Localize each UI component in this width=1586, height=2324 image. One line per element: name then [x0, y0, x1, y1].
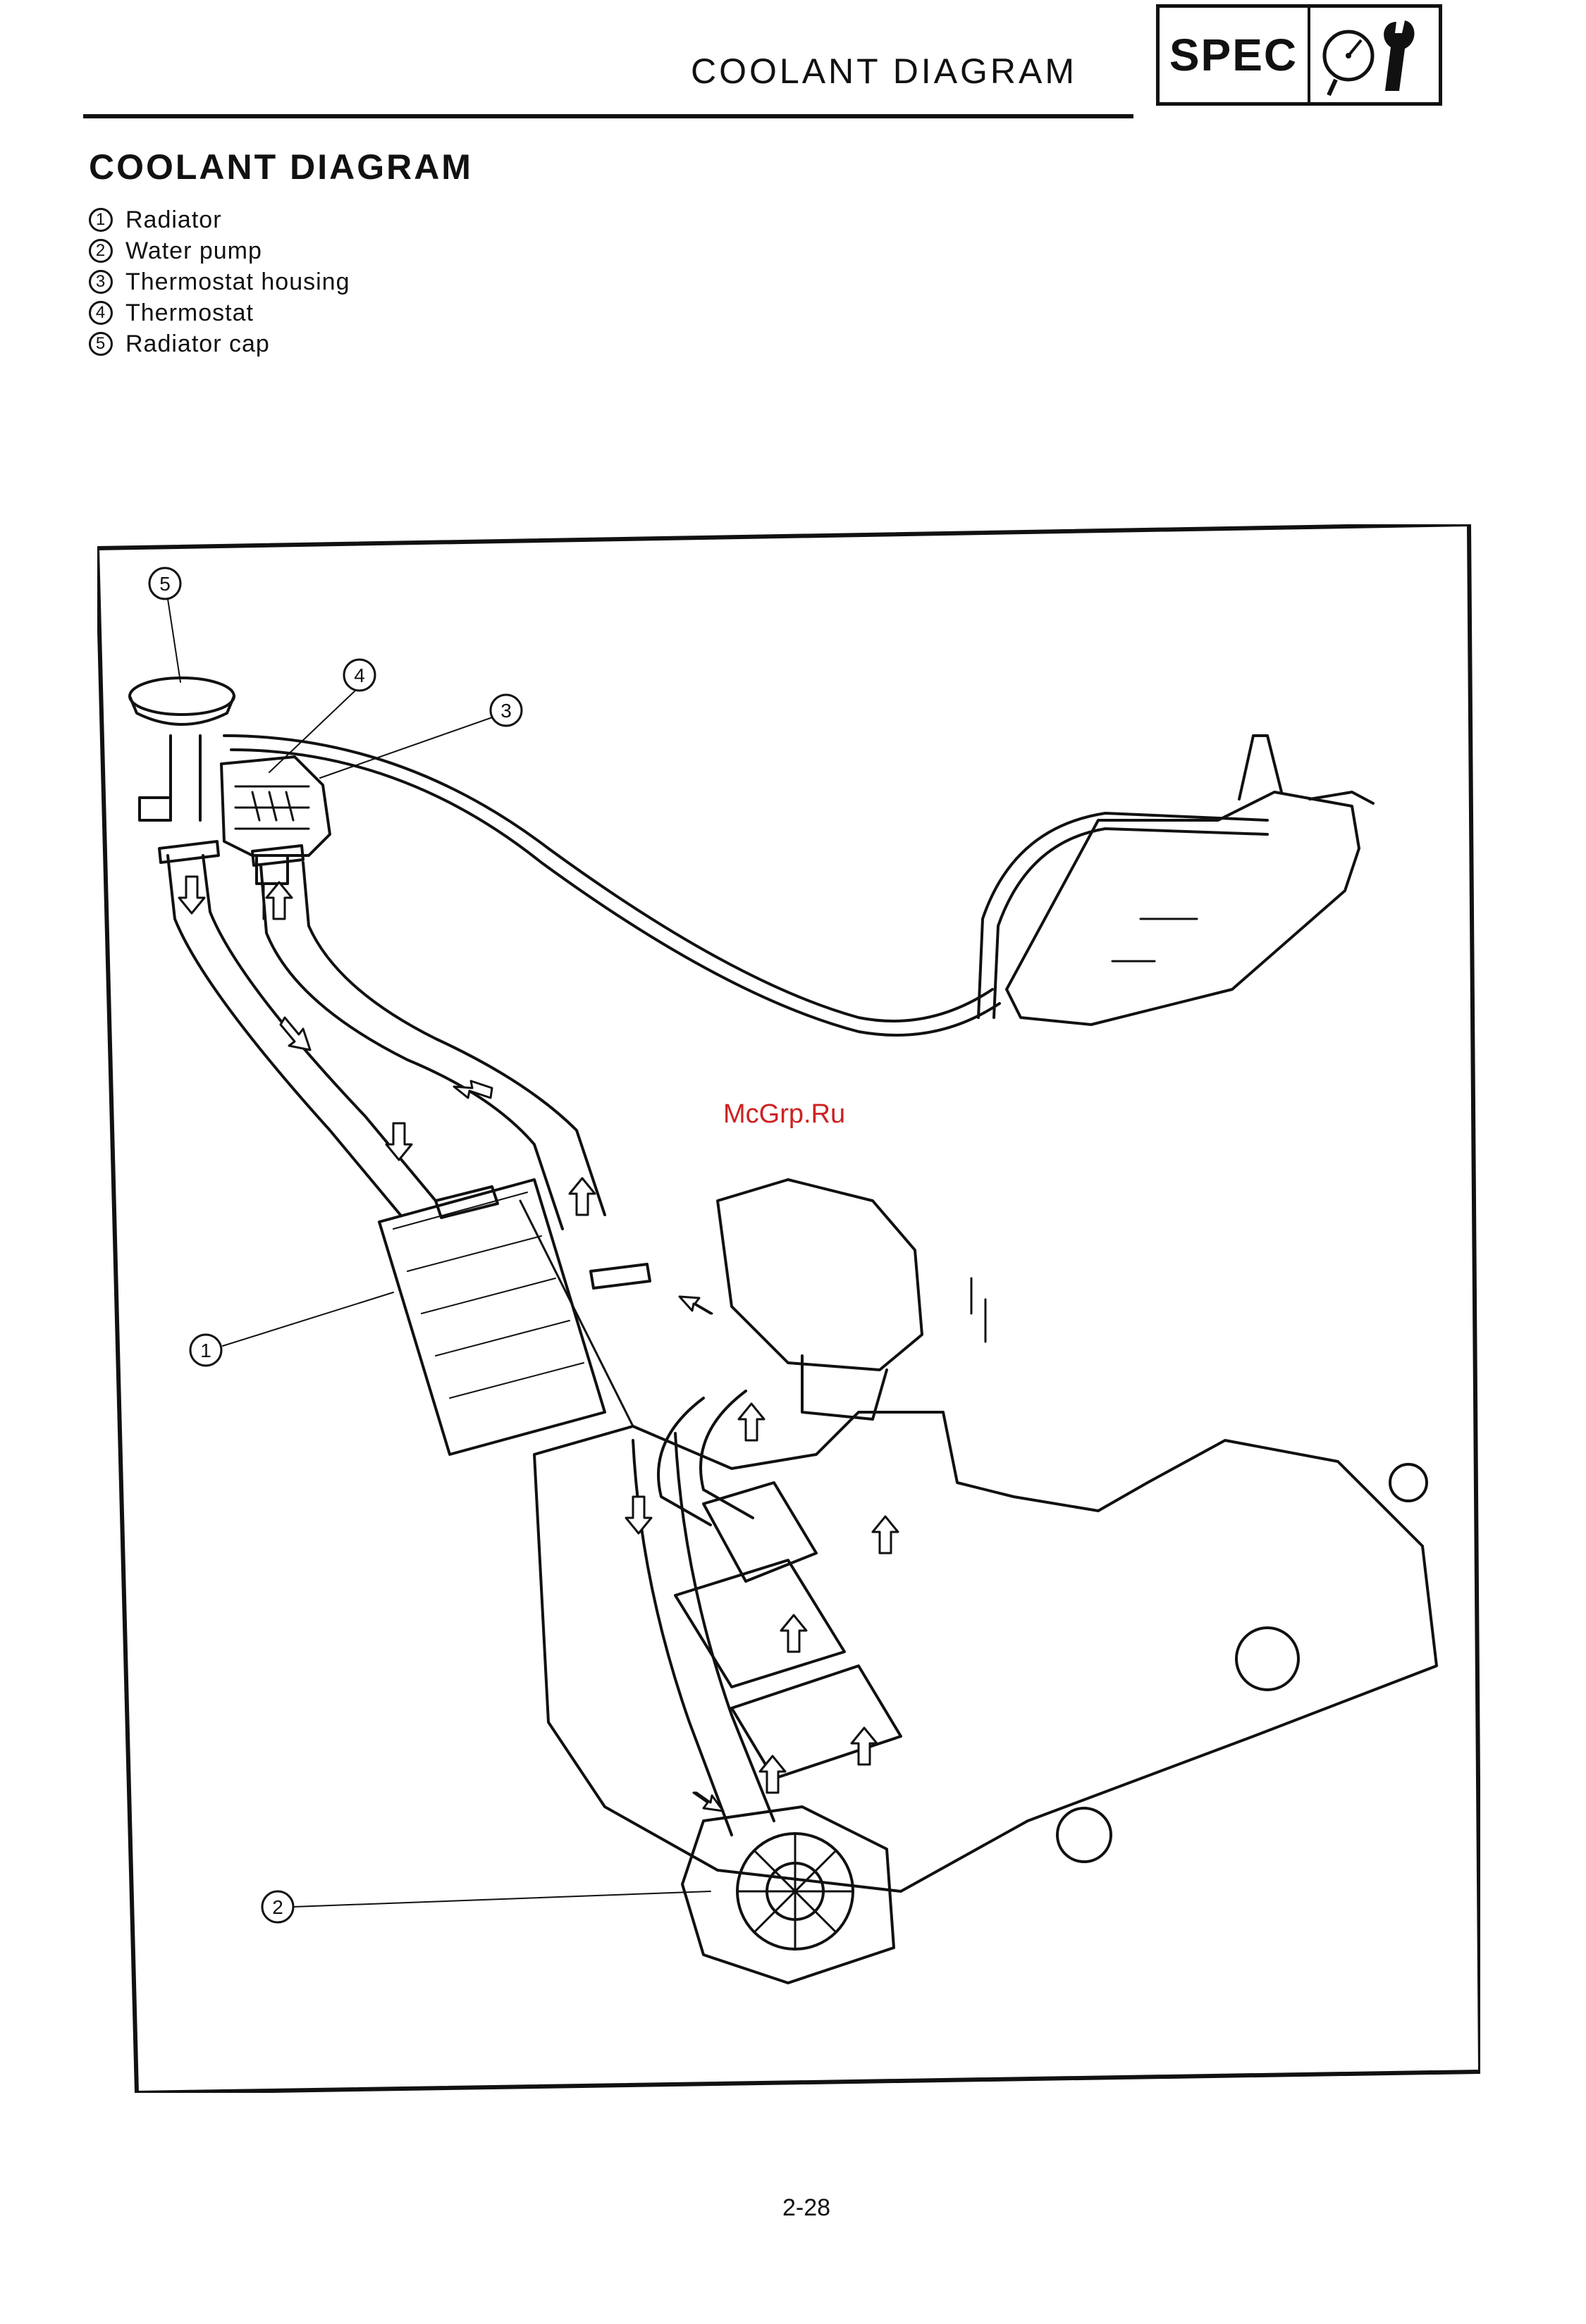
breather-hose: [978, 813, 1267, 1018]
callout-5-label: 5: [159, 573, 171, 595]
spec-badge: SPEC: [1156, 4, 1442, 106]
callout-1-leader: [223, 1292, 393, 1346]
legend-number-3: 3: [89, 270, 113, 294]
legend-item-water-pump: 2 Water pump: [89, 235, 350, 266]
coolant-reservoir: [1007, 736, 1373, 1025]
gauge-and-wrench-icon: [1312, 12, 1436, 99]
engine-block: [534, 1412, 1437, 1891]
coolant-diagram-figure: 5 4 3 1 2: [97, 524, 1480, 2093]
callout-2-leader: [293, 1891, 711, 1907]
legend-item-radiator-cap: 5 Radiator cap: [89, 328, 350, 359]
callout-5-leader: [168, 599, 180, 682]
watermark: McGrp.Ru: [723, 1099, 845, 1130]
callout-3-label: 3: [500, 700, 512, 722]
hose-clamps: [159, 841, 650, 1288]
overflow-hose: [224, 736, 1000, 1035]
callout-2-label: 2: [272, 1896, 283, 1918]
legend-label-radiator-cap: Radiator cap: [125, 330, 270, 358]
callout-1-label: 1: [200, 1340, 211, 1361]
spec-badge-label: SPEC: [1160, 8, 1310, 102]
legend-number-4: 4: [89, 301, 113, 325]
radiator-return-hose: [261, 863, 605, 1229]
header-rule: [83, 114, 1133, 118]
callout-4-leader: [269, 691, 355, 772]
page-number: 2-28: [782, 2194, 830, 2222]
legend-item-thermostat-housing: 3 Thermostat housing: [89, 266, 350, 297]
legend-number-5: 5: [89, 332, 113, 356]
radiator-core: [379, 1180, 633, 1454]
legend-label-water-pump: Water pump: [125, 237, 262, 265]
water-pump-hose: [633, 1433, 774, 1835]
legend-item-radiator: 1 Radiator: [89, 204, 350, 235]
callout-4-label: 4: [354, 665, 365, 686]
legend-number-2: 2: [89, 239, 113, 263]
legend-number-1: 1: [89, 208, 113, 232]
page-header-title: COOLANT DIAGRAM: [691, 51, 1077, 92]
water-pump: [682, 1807, 894, 1983]
flow-arrow-icon: [179, 877, 898, 1811]
intake-assembly: [718, 1180, 985, 1419]
section-title: COOLANT DIAGRAM: [89, 147, 473, 187]
legend-label-thermostat-housing: Thermostat housing: [125, 268, 350, 296]
legend-label-thermostat: Thermostat: [125, 299, 254, 327]
legend-item-thermostat: 4 Thermostat: [89, 297, 350, 328]
radiator-cap: [130, 678, 234, 820]
legend-label-radiator: Radiator: [125, 206, 222, 234]
parts-legend: 1 Radiator 2 Water pump 3 Thermostat hou…: [89, 204, 350, 359]
